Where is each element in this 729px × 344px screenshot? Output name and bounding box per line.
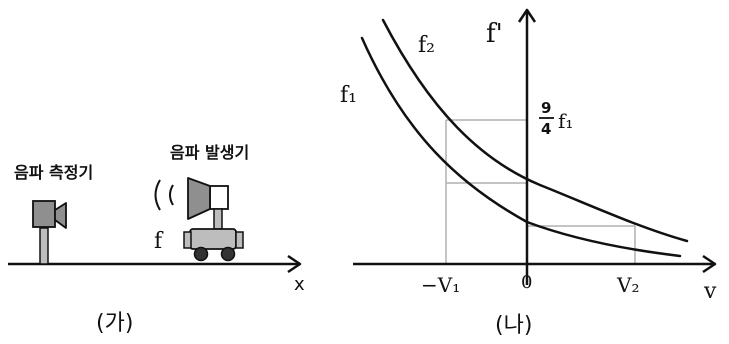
curve-label-f2: f₂ (418, 33, 435, 58)
detector-label: 음파 측정기 (14, 163, 93, 182)
guide-lines (445, 119, 636, 264)
sound-wave-arc-inner (169, 184, 174, 206)
panel-b-y-arrow (517, 8, 537, 23)
sound-detector (32, 200, 67, 265)
sound-source-cart (183, 177, 244, 262)
frequency-label: f (154, 229, 164, 254)
panel-a-x-label: x (294, 274, 305, 295)
sound-wave-arc-outer (154, 179, 161, 211)
fraction-denominator: 4 (541, 120, 551, 138)
panel-b-x-axis-label: v (703, 279, 717, 304)
fraction-label: 9 4 f₁ (539, 99, 573, 138)
cart-wheel-right (220, 246, 236, 262)
cart-wheel-left (193, 246, 209, 262)
panel-b-x-arrow (702, 254, 717, 274)
panel-a-caption: (가) (96, 311, 133, 336)
panel-a: x 음파 측정기 음파 발생기 f (가) (8, 143, 305, 336)
tick-label-minus-v1: −V₁ (421, 273, 460, 297)
fraction-numerator: 9 (541, 99, 551, 117)
panel-a-x-arrow (287, 254, 302, 274)
panel-b-caption: (나) (495, 313, 532, 338)
tick-label-v2: V₂ (616, 273, 639, 297)
fraction-symbol: f₁ (558, 109, 573, 133)
panel-b: f' v f₂ f₁ 9 4 f₁ −V₁ 0 V₂ (나) (340, 8, 717, 338)
curve-f1 (360, 36, 682, 258)
tick-label-zero: 0 (521, 272, 532, 293)
curve-f2 (381, 18, 689, 243)
source-label: 음파 발생기 (170, 143, 249, 162)
y-axis-label: f' (486, 19, 503, 49)
curve-label-f1: f₁ (340, 83, 357, 108)
